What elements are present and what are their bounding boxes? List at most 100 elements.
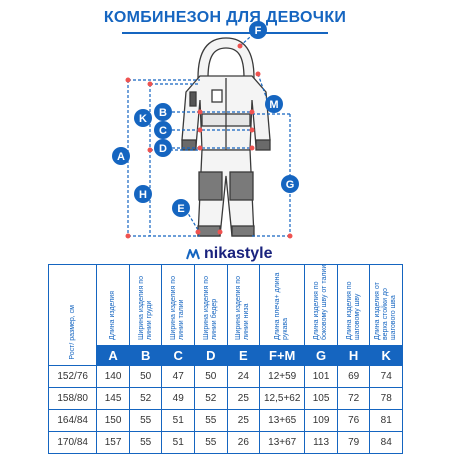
header-cell: Ширина изделия по линии груди [128, 264, 163, 346]
table-row: 152/76 140 50 47 50 24 12+59 101 69 74 [47, 365, 403, 388]
title-underline [122, 32, 328, 34]
value-cell: 55 [128, 431, 163, 454]
header-label: Ширина изделия по линии груди [137, 276, 153, 340]
corner-cell: Рост/ размер, см [47, 264, 98, 366]
jumpsuit-drawing [181, 37, 271, 237]
table-row: 170/84 157 55 51 55 26 13+67 113 79 84 [47, 431, 403, 454]
header-cell: Ширина изделия по линии низа [226, 264, 261, 346]
value-cell: 109 [304, 409, 338, 432]
header-cell: Ширина изделия по линии талии [161, 264, 195, 346]
nikastyle-logo-icon [186, 249, 200, 260]
measure-dots [125, 43, 293, 239]
letter-cell: A [96, 345, 130, 366]
value-cell: 113 [304, 431, 338, 454]
value-cell: 55 [194, 409, 228, 432]
header-label: Длина изделия по боковому шву от талии [313, 264, 329, 340]
header-label: Длина плеча+ длина рукава [274, 272, 290, 340]
hood-inner [207, 47, 245, 79]
letter-cell: C [161, 345, 195, 366]
header-cell: Длина изделия по шаговому шву [336, 264, 371, 346]
table-row: 164/84 150 55 51 55 25 13+65 109 76 81 [47, 409, 403, 432]
letter-cell: H [336, 345, 371, 366]
badge-b-label: B [159, 107, 167, 119]
badge-m: M [265, 95, 283, 113]
brand-name: nikastyle [204, 245, 273, 262]
badge-f-label: F [255, 25, 262, 37]
badge-d: D [154, 139, 172, 157]
value-cell: 51 [161, 431, 195, 454]
right-boot-band [231, 225, 255, 237]
value-cell: 79 [336, 431, 371, 454]
value-cell: 52 [194, 387, 228, 410]
letter-cell: E [226, 345, 261, 366]
right-cuff [255, 139, 271, 151]
left-knee-patch [198, 171, 223, 201]
brand-logo: nikastyle [186, 245, 272, 263]
size-cell: 152/76 [47, 365, 98, 388]
header-label: Длина изделия [109, 291, 117, 340]
badge-e-label: E [177, 203, 184, 215]
value-cell: 69 [336, 365, 371, 388]
header-cell: Длина изделия по боковому шву от талии [304, 264, 338, 346]
value-cell: 50 [194, 365, 228, 388]
value-cell: 157 [96, 431, 130, 454]
value-cell: 49 [161, 387, 195, 410]
badge-h-label: H [139, 189, 147, 201]
letter-cell: G [304, 345, 338, 366]
value-cell: 81 [369, 409, 403, 432]
value-cell: 150 [96, 409, 130, 432]
badge-e: E [172, 199, 190, 217]
badge-g-label: G [286, 179, 295, 191]
chest-badge [189, 91, 197, 107]
badge-k-label: K [139, 113, 147, 125]
badge-c: C [154, 121, 172, 139]
header-label: Длина изделия по шаговому шву [345, 281, 361, 340]
header-row: Рост/ размер, см Длина изделия Ширина из… [47, 264, 403, 366]
value-cell: 26 [226, 431, 261, 454]
value-cell: 145 [96, 387, 130, 410]
value-cell: 50 [128, 365, 163, 388]
value-cell: 52 [128, 387, 163, 410]
badge-g: G [281, 175, 299, 193]
value-cell: 72 [336, 387, 371, 410]
header-label: Длина изделия от верха стойки до шаговог… [374, 282, 398, 340]
letter-cell: B [128, 345, 163, 366]
badge-a: A [112, 147, 130, 165]
value-cell: 12+59 [259, 365, 306, 388]
right-knee-patch [229, 171, 254, 201]
header-cell: Длина изделия от верха стойки до шаговог… [369, 264, 403, 346]
size-cell: 158/80 [47, 387, 98, 410]
letter-cell: K [369, 345, 403, 366]
value-cell: 55 [194, 431, 228, 454]
badge-k: K [134, 109, 152, 127]
value-cell: 25 [226, 387, 261, 410]
corner-label: Рост/ размер, см [68, 305, 76, 360]
value-cell: 101 [304, 365, 338, 388]
value-cell: 25 [226, 409, 261, 432]
value-cell: 24 [226, 365, 261, 388]
value-cell: 55 [128, 409, 163, 432]
badge-f: F [249, 21, 267, 39]
letter-row: A B C D E F+M G H K [49, 345, 403, 366]
left-boot-band [197, 225, 221, 237]
badge-a-label: A [117, 151, 125, 163]
value-cell: 76 [336, 409, 371, 432]
value-cell: 74 [369, 365, 403, 388]
value-cell: 105 [304, 387, 338, 410]
header-cell: Длина изделия [96, 264, 130, 346]
chest-pocket [211, 89, 223, 103]
measurement-diagram: A K B C D E H F M G [112, 21, 299, 239]
badge-m-label: M [269, 99, 278, 111]
size-table: Рост/ размер, см Длина изделия Ширина из… [47, 264, 403, 454]
badge-d-label: D [159, 143, 167, 155]
table-row: 158/80 145 52 49 52 25 12,5+62 105 72 78 [47, 387, 403, 410]
badge-c-label: C [159, 125, 167, 137]
letter-cell: D [194, 345, 228, 366]
header-label: Ширина изделия по линии бедер [202, 276, 218, 340]
badge-h: H [134, 185, 152, 203]
value-cell: 13+65 [259, 409, 306, 432]
header-cell: Длина плеча+ длина рукава [259, 264, 306, 346]
header-label: Ширина изделия по линии талии [170, 276, 186, 340]
header-cell: Ширина изделия по линии бедер [194, 264, 228, 346]
badge-b: B [154, 103, 172, 121]
